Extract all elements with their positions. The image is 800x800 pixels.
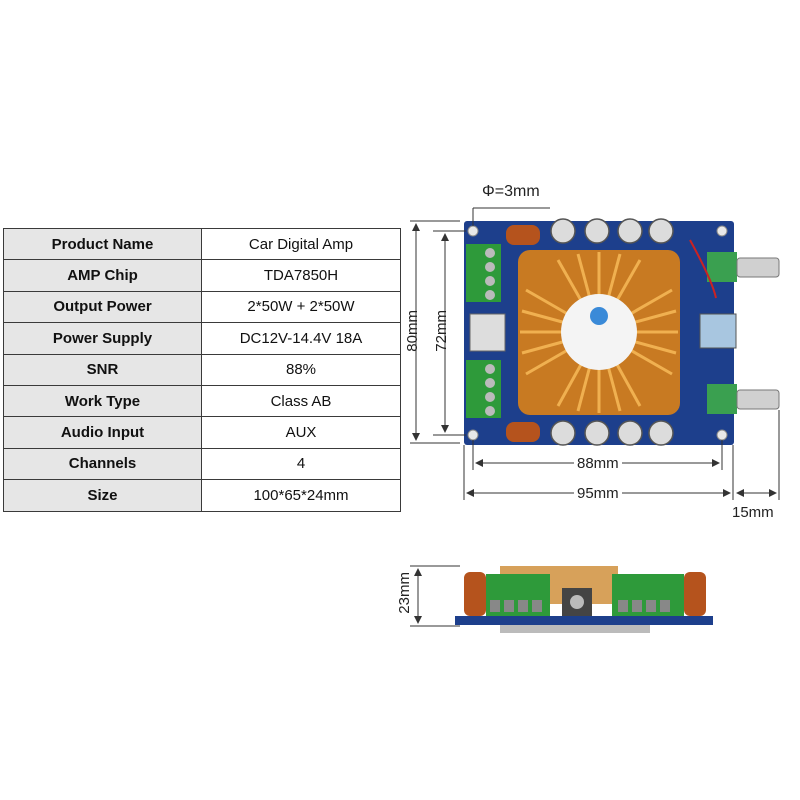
spec-value: 100*65*24mm bbox=[201, 479, 401, 512]
dc-jack bbox=[469, 313, 506, 352]
hole-diameter-label: Φ=3mm bbox=[482, 183, 540, 200]
mounting-hole bbox=[716, 429, 728, 441]
spec-value: 4 bbox=[201, 447, 401, 481]
volume-knob-top bbox=[707, 252, 780, 282]
volume-knob-bottom bbox=[707, 384, 780, 414]
spec-label: Work Type bbox=[3, 384, 202, 418]
dimension-lines bbox=[410, 207, 780, 627]
spec-value: DC12V-14.4V 18A bbox=[201, 322, 401, 355]
board-top-view bbox=[464, 218, 780, 446]
inductor bbox=[506, 225, 540, 245]
heatsink-fan bbox=[518, 250, 680, 415]
height-inner-label: 72mm bbox=[433, 310, 450, 352]
spec-label: Output Power bbox=[3, 290, 202, 324]
inductor bbox=[506, 422, 540, 442]
height-outer-label: 80mm bbox=[404, 310, 421, 352]
spec-value: AUX bbox=[201, 416, 401, 449]
audio-jack bbox=[699, 313, 737, 349]
width-inner-label: 88mm bbox=[574, 455, 622, 472]
spec-value: 88% bbox=[201, 353, 401, 386]
fan-label bbox=[561, 294, 637, 370]
spec-label: Audio Input bbox=[3, 416, 202, 449]
mounting-hole bbox=[467, 225, 479, 237]
spec-value: 2*50W + 2*50W bbox=[201, 290, 401, 324]
spec-label: Product Name bbox=[3, 227, 202, 261]
spec-value: TDA7850H bbox=[201, 259, 401, 292]
spec-label: Channels bbox=[3, 447, 202, 481]
thickness-label: 23mm bbox=[396, 572, 413, 614]
knob-length-label: 15mm bbox=[732, 504, 774, 521]
spec-label: Size bbox=[3, 479, 202, 512]
board-side-view bbox=[455, 566, 713, 633]
mounting-hole bbox=[467, 429, 479, 441]
spec-label: Power Supply bbox=[3, 322, 202, 355]
spec-label: SNR bbox=[3, 353, 202, 386]
width-outer-label: 95mm bbox=[574, 485, 622, 502]
speaker-terminal-top bbox=[466, 244, 501, 302]
spec-value: Car Digital Amp bbox=[201, 227, 401, 261]
speaker-terminal-bottom bbox=[466, 360, 501, 418]
capacitors bbox=[550, 218, 674, 446]
mounting-hole bbox=[716, 225, 728, 237]
